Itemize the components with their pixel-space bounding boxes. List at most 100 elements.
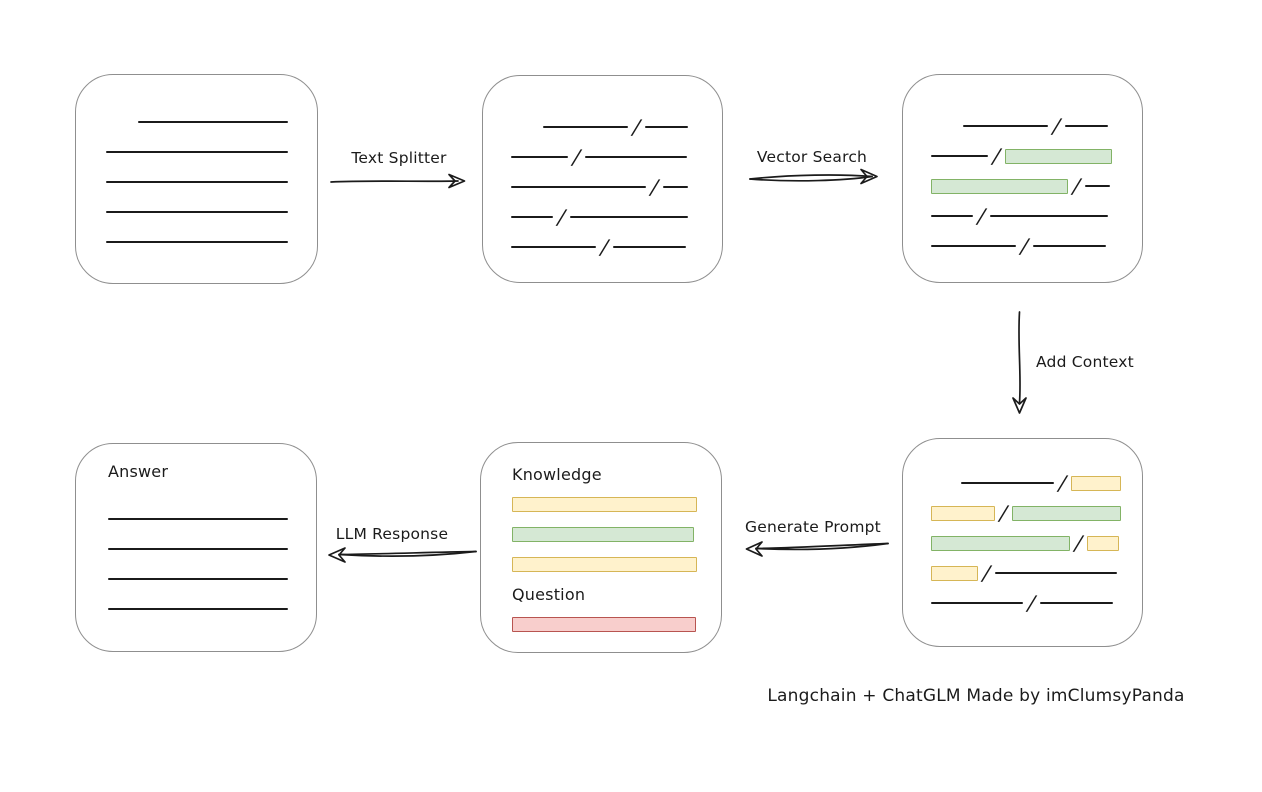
chunk-row (108, 534, 316, 564)
chunk-row: / (931, 231, 1142, 261)
text-line (931, 602, 1023, 604)
question-heading: Question (512, 584, 586, 604)
chunk-row (512, 489, 721, 519)
chunk-row: / (931, 588, 1142, 618)
document-lines (76, 75, 317, 257)
chunk-row: / (931, 201, 1142, 231)
text-line (106, 151, 288, 153)
chunk-row: / (511, 232, 722, 262)
text-line (511, 186, 646, 188)
slash-separator: / (631, 115, 642, 139)
chunk-row: / (931, 141, 1142, 171)
indent-spacer (931, 483, 961, 484)
slash-separator: / (556, 205, 567, 229)
text-line (963, 125, 1048, 127)
add-context-arrow (1012, 311, 1027, 414)
text-line (584, 156, 687, 158)
text-line (662, 186, 688, 188)
text-line (1084, 185, 1110, 187)
indent-spacer (511, 127, 543, 128)
chunk-row (108, 564, 316, 594)
yellow-chunk-bar (931, 505, 995, 521)
slash-separator: / (599, 235, 610, 259)
slash-separator: / (981, 561, 992, 585)
add-context-label: Add Context (1036, 353, 1134, 371)
slash-separator: / (571, 145, 582, 169)
text-line (989, 215, 1108, 217)
vector-search-label: Vector Search (756, 148, 868, 166)
chunk-row: / (931, 528, 1142, 558)
yellow-chunk-bar (1070, 475, 1121, 491)
chunk-row: / (511, 202, 722, 232)
text-line (1032, 245, 1106, 247)
llm-response-label: LLM Response (335, 525, 449, 543)
text-line (994, 572, 1117, 574)
text-line (1039, 602, 1113, 604)
chunk-row: / (931, 558, 1142, 588)
text-line (106, 211, 288, 213)
red-chunk-bar (512, 616, 696, 632)
indent-spacer (931, 126, 963, 127)
chunk-row: / (511, 142, 722, 172)
chunk-row: / (931, 111, 1142, 141)
chunk-row: / (511, 172, 722, 202)
slash-separator: / (1051, 114, 1062, 138)
context-box: / / / / / (902, 438, 1143, 647)
chunk-row (108, 594, 316, 624)
chunk-row (512, 609, 721, 639)
text-line (569, 216, 688, 218)
knowledge-bars (512, 489, 721, 579)
text-line (511, 246, 596, 248)
text-line (138, 121, 288, 123)
text-splitter-arrow (330, 173, 466, 189)
chunk-row: / (931, 171, 1142, 201)
context-lines: / / / / / (903, 439, 1142, 618)
text-line (108, 548, 288, 550)
prompt-box: Knowledge Question (480, 442, 722, 653)
generate-prompt-label: Generate Prompt (745, 518, 881, 536)
split-chunks-lines: / / / / / (483, 76, 722, 262)
chunk-row (106, 167, 317, 197)
text-splitter-label: Text Splitter (351, 149, 447, 167)
text-line (511, 216, 553, 218)
slash-separator: / (1073, 531, 1084, 555)
answer-lines (108, 504, 316, 624)
vector-search-arrow (749, 168, 878, 185)
slash-separator: / (998, 501, 1009, 525)
text-line (931, 215, 973, 217)
yellow-chunk-bar (931, 565, 978, 581)
green-chunk-bar (512, 526, 694, 542)
chunk-row (106, 227, 317, 257)
yellow-chunk-bar (512, 496, 697, 512)
text-line (106, 241, 288, 243)
question-bar (512, 609, 721, 639)
answer-heading: Answer (108, 461, 169, 481)
slash-separator: / (649, 175, 660, 199)
chunk-row (106, 107, 317, 137)
chunk-row (512, 519, 721, 549)
text-line (612, 246, 686, 248)
vector-matched-box: / / / / / (902, 74, 1143, 283)
text-line (931, 245, 1016, 247)
chunk-row: / (931, 498, 1142, 528)
chunk-row: / (931, 468, 1142, 498)
slash-separator: / (1026, 591, 1037, 615)
answer-box: Answer (75, 443, 317, 652)
yellow-chunk-bar (512, 556, 697, 572)
text-line (931, 155, 988, 157)
text-line (108, 578, 288, 580)
green-chunk-bar (1011, 505, 1121, 521)
text-line (511, 156, 568, 158)
chunk-row (108, 504, 316, 534)
split-chunks-box: / / / / / (482, 75, 723, 283)
slash-separator: / (976, 204, 987, 228)
text-line (543, 126, 628, 128)
chunk-row (512, 549, 721, 579)
slash-separator: / (1057, 471, 1068, 495)
slash-separator: / (991, 144, 1002, 168)
credit-caption: Langchain + ChatGLM Made by imClumsyPand… (767, 686, 1185, 706)
vector-matched-lines: / / / / / (903, 75, 1142, 261)
green-chunk-bar (931, 178, 1068, 194)
text-line (644, 126, 688, 128)
